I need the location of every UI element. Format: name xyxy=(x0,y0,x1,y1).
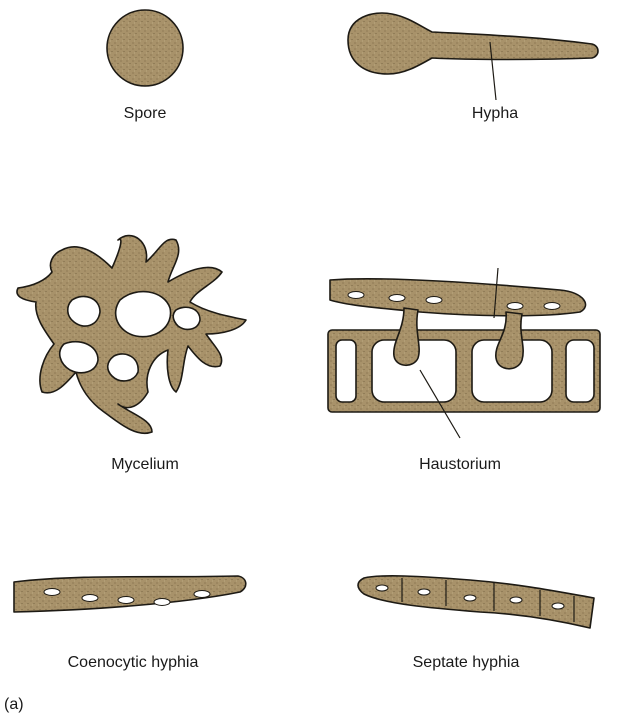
mycelium-drawing xyxy=(17,236,246,434)
panel-label: (a) xyxy=(4,696,24,714)
coenocytic-hypha-label: Coenocytic hyphia xyxy=(68,654,199,672)
spore-label: Spore xyxy=(124,105,167,123)
haustorium-drawing xyxy=(328,268,600,438)
spore-drawing xyxy=(107,10,183,86)
hypha-label: Hypha xyxy=(472,105,518,123)
septate-hypha-drawing xyxy=(358,576,594,628)
coenocytic-hypha-drawing xyxy=(14,576,246,612)
septate-hypha-label: Septate hyphia xyxy=(413,654,520,672)
mycelium-label: Mycelium xyxy=(111,456,179,474)
haustorium-label: Haustorium xyxy=(419,456,501,474)
hypha-drawing xyxy=(348,13,598,100)
